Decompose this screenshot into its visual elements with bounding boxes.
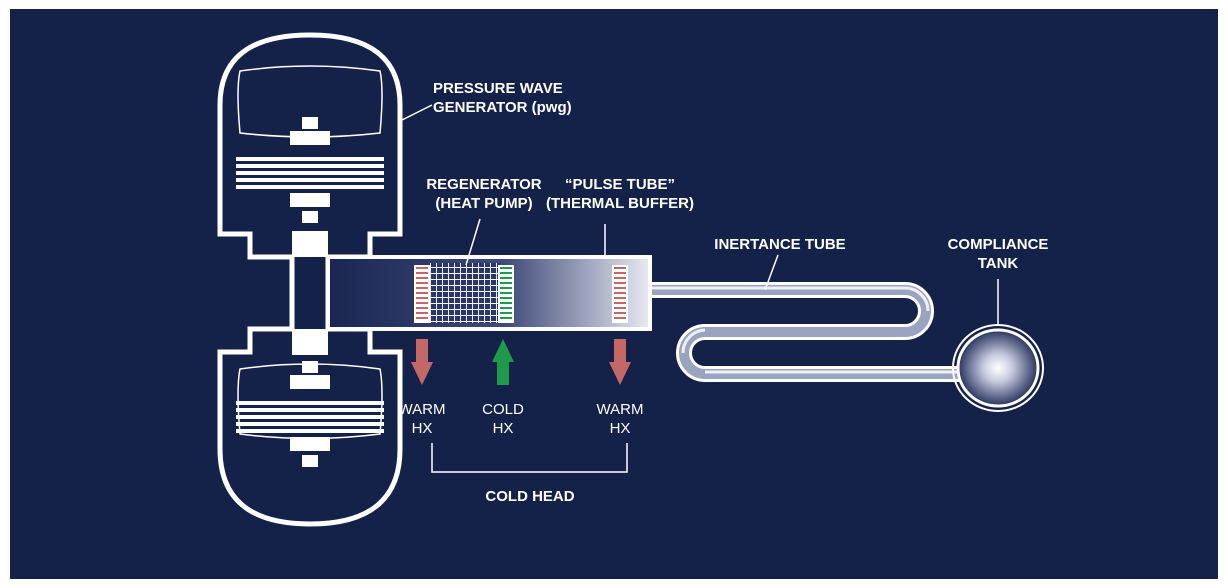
hx-stripe [614, 267, 626, 269]
warm-hx-1-label-line2: HX [412, 420, 433, 437]
hx-stripe [416, 297, 428, 299]
pulse-tube-cryocooler-diagram: PRESSURE WAVE GENERATOR (pwg) REGENERATO… [10, 9, 1218, 579]
hx-stripe [500, 302, 512, 304]
regenerator-label-line1: REGENERATOR [426, 176, 541, 193]
compliance-tank-label-line2: TANK [978, 255, 1019, 272]
regenerator-mesh [428, 263, 500, 323]
hx-stripe [500, 297, 512, 299]
inertance-leader [764, 254, 779, 291]
pwg-upper-piston [236, 117, 384, 257]
arrow-down-icon [609, 339, 631, 385]
warm-hx-1 [414, 265, 430, 323]
pwg-housing [217, 32, 403, 527]
warm-hx-2 [612, 265, 628, 323]
pwg-label-line1: PRESSURE WAVE [433, 80, 563, 97]
pwg-upper-cushion [237, 65, 383, 138]
pulse-tube-label-line2: (THERMAL BUFFER) [546, 195, 694, 212]
warm-hx-1-label-line1: WARM [399, 401, 446, 418]
hx-stripe [416, 312, 428, 314]
compliance-tank [952, 324, 1044, 412]
hx-stripe [416, 282, 428, 284]
hx-stripe [416, 317, 428, 319]
diagram-canvas: PRESSURE WAVE GENERATOR (pwg) REGENERATO… [10, 9, 1218, 579]
cold-hx-label-line2: HX [493, 420, 514, 437]
hx-stripe [614, 302, 626, 304]
hx-stripe [416, 292, 428, 294]
hx-stripe [614, 277, 626, 279]
inertance-tube-highlight [650, 286, 965, 374]
leader-lines [401, 104, 999, 325]
hx-stripe [416, 307, 428, 309]
hx-stripe [614, 297, 626, 299]
hx-stripe [500, 287, 512, 289]
inertance-tube [650, 285, 965, 379]
arrow-down-icon [411, 339, 433, 385]
hx-stripe [614, 317, 626, 319]
hx-stripe [614, 287, 626, 289]
regenerator-label-line2: (HEAT PUMP) [435, 195, 532, 212]
cold-head-label: COLD HEAD [485, 488, 574, 505]
compliance-tank-label-line1: COMPLIANCE [948, 236, 1049, 253]
pwg-leader [401, 104, 433, 121]
hx-stripe [416, 267, 428, 269]
hx-stripe [416, 277, 428, 279]
hx-stripe [614, 312, 626, 314]
pulse-tube-label-line1: “PULSE TUBE” [565, 176, 675, 193]
hx-stripe [500, 282, 512, 284]
hx-stripe [614, 292, 626, 294]
hx-stripe [614, 282, 626, 284]
hx-stripe [500, 272, 512, 274]
hx-stripe [614, 307, 626, 309]
hx-stripe [416, 302, 428, 304]
hx-stripe [500, 317, 512, 319]
cold-hx-label-line1: COLD [482, 401, 524, 418]
cold-hx [498, 265, 514, 323]
hx-stripe [500, 292, 512, 294]
regenerator-leader [465, 218, 481, 266]
cold-head-bracket [431, 443, 628, 473]
hx-stripe [500, 307, 512, 309]
warm-hx-2-label-line2: HX [610, 420, 631, 437]
pwg-lower-piston [236, 329, 384, 467]
hx-stripe [416, 287, 428, 289]
hx-stripe [500, 312, 512, 314]
inertance-tube-label: INERTANCE TUBE [714, 236, 845, 253]
hx-stripe [500, 267, 512, 269]
pwg-label-line2: GENERATOR (pwg) [433, 99, 572, 116]
arrow-up-icon [492, 339, 514, 385]
hx-stripe [416, 272, 428, 274]
warm-hx-2-label-line1: WARM [597, 401, 644, 418]
hx-stripe [500, 277, 512, 279]
hx-stripe [614, 272, 626, 274]
